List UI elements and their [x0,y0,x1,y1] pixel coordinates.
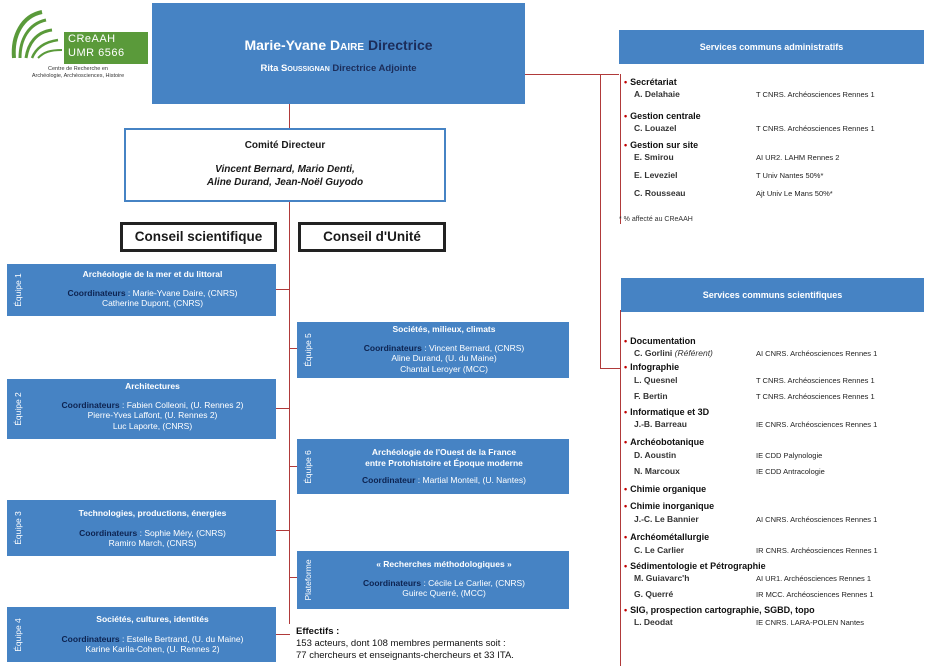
conseil-scientifique: Conseil scientifique [120,222,277,252]
team-3: Équipe 3 Technologies, productions, éner… [7,500,276,556]
logo-swirl-icon [11,10,63,59]
connector-team3 [276,530,290,531]
logo-caption: Centre de Recherche en Archéologie, Arch… [31,66,125,79]
bullet-icon: • [624,561,628,571]
services-sci-header: Services communs scientifiques [621,278,924,312]
connector-team4 [276,634,290,635]
team-1: Équipe 1 Archéologie de la mer et du lit… [7,264,276,316]
team-2: Équipe 2 Architectures Coordinateurs : F… [7,379,276,439]
team-5: Équipe 5 Sociétés, milieux, climats Coor… [297,322,569,378]
bullet-icon: • [624,336,628,346]
comite-members: Vincent Bernard, Mario Denti, Aline Dura… [206,164,364,188]
logo-name: CReAAH [68,33,116,45]
bullet-icon: • [624,362,628,372]
services-admin-header: Services communs administratifs [619,30,924,64]
team-6: Équipe 6 Archéologie de l'Ouest de la Fr… [297,439,569,494]
comite-title: Comité Directeur [244,140,326,151]
connector-team1 [276,289,290,290]
creaah-logo: CReAAH UMR 6566 Centre de Recherche en A… [6,6,148,86]
comite-directeur-box: Comité Directeur Vincent Bernard, Mario … [124,128,446,202]
conseil-unite: Conseil d'Unité [298,222,446,252]
bullet-icon: • [624,77,628,87]
bullet-icon: • [624,140,628,150]
director-box: Marie-Yvane Daire Directrice Rita Soussi… [152,3,525,104]
bullet-icon: • [624,484,628,494]
admin-footnote: * % affecté au CReAAH [619,216,693,223]
connector-admin-vertical [620,74,621,224]
bullet-icon: • [624,532,628,542]
connector-sci-vertical [620,310,621,666]
bullet-icon: • [624,501,628,511]
connector-admin-left [600,74,601,369]
bullet-icon: • [624,605,628,615]
team-platform: Plateforme « Recherches méthodologiques … [297,551,569,609]
bullet-icon: • [624,407,628,417]
deputy-line: Rita Soussignan Directrice Adjointe [260,63,417,74]
connector-platform [289,577,297,578]
connector-team6 [289,466,297,467]
connector-team5 [289,348,297,349]
connector-sci-branch [600,368,620,369]
connector-main-vertical [289,104,290,624]
logo-badge: CReAAH UMR 6566 [64,32,148,64]
bullet-icon: • [624,437,628,447]
connector-director-to-services [525,74,619,75]
connector-team2 [276,408,290,409]
effectifs-block: Effectifs : 153 acteurs, dont 108 membre… [296,626,514,661]
team-4: Équipe 4 Sociétés, cultures, identités C… [7,607,276,662]
bullet-icon: • [624,111,628,121]
logo-unit: UMR 6566 [68,47,125,59]
director-line: Marie-Yvane Daire Directrice [244,37,433,53]
